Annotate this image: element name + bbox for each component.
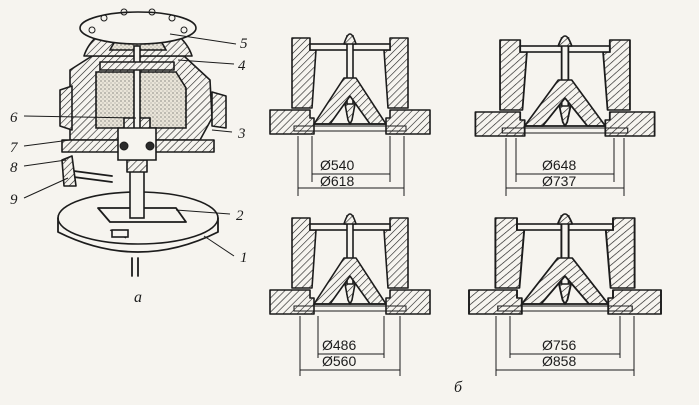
caption-b: б [454,379,463,396]
part-number-2: 2 [236,208,244,224]
nozzle-variant-3: Ø486 Ø560 [269,213,431,376]
part-number-3: 3 [237,126,246,142]
leader-lines [23,33,237,257]
nozzle-variant-4: Ø756 Ø858 [467,212,663,376]
dim-inner-1: Ø540 [320,157,354,173]
part-number-9: 9 [10,192,18,208]
caption-a: а [134,289,142,306]
dim-inner-2: Ø648 [542,157,576,173]
part-number-5: 5 [240,36,248,52]
dim-outer-3: Ø560 [322,353,356,369]
part-number-8: 8 [10,160,18,176]
dim-outer-4: Ø858 [542,353,576,369]
dim-inner-3: Ø486 [322,337,356,353]
assembly-drawing: 1 2 3 4 5 6 7 8 9 а [10,8,248,306]
dim-outer-1: Ø618 [320,173,354,189]
dim-outer-2: Ø737 [542,173,576,189]
part-number-7: 7 [10,140,19,156]
part-number-1: 1 [240,250,248,266]
dim-inner-4: Ø756 [542,337,576,353]
part-number-4: 4 [238,58,246,74]
nozzle-variant-2: Ø648 Ø737 [474,34,656,196]
nozzle-variants: Ø540 Ø618 Ø648 Ø737 Ø486 Ø560 [269,33,663,396]
part-number-6: 6 [10,110,18,126]
nozzle-variant-1: Ø540 Ø618 [269,33,431,196]
